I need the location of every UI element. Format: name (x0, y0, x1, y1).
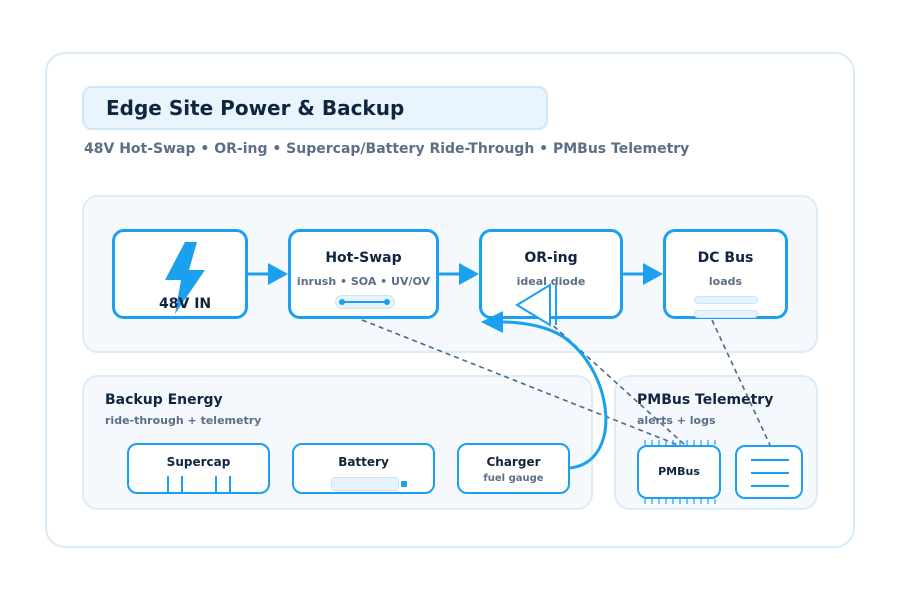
pmbus-telemetry-title: PMBus Telemetry (637, 392, 774, 408)
charger-node: Charger fuel gauge (457, 443, 570, 494)
load-bar-2 (694, 310, 758, 318)
oring-node: OR-ing ideal diode (479, 229, 623, 319)
oring-label: OR-ing (524, 250, 578, 266)
backup-energy-title: Backup Energy (105, 392, 223, 408)
log-list-icon (751, 459, 789, 487)
arrow-hotswap-to-oring (439, 263, 479, 285)
input-48v-label: 48V IN (159, 296, 212, 312)
pmbus-chip-label: PMBus (658, 465, 700, 478)
diode-icon (515, 283, 557, 327)
telemetry-log-card (735, 445, 803, 499)
title-box (82, 86, 548, 130)
page-title: Edge Site Power & Backup (106, 96, 405, 120)
battery-label: Battery (338, 455, 389, 469)
hotswap-label: Hot-Swap (325, 250, 402, 266)
arrow-charger-to-oring (481, 311, 608, 470)
pmbus-chip: PMBus (637, 445, 721, 499)
battery-node: Battery (292, 443, 435, 494)
hotswap-sublabel: inrush • SOA • UV/OV (296, 275, 431, 288)
pmbus-telemetry-subtitle: alerts + logs (637, 414, 716, 427)
hotswap-switch-indicator (335, 295, 395, 309)
supercap-node: Supercap (127, 443, 270, 494)
chip-icon (644, 440, 716, 504)
dc-bus-sublabel: loads (708, 275, 743, 288)
lightning-bolt-icon (165, 242, 205, 314)
page-subtitle: 48V Hot-Swap • OR-ing • Supercap/Battery… (84, 141, 690, 157)
load-bar-1 (694, 296, 758, 304)
dc-bus-label: DC Bus (697, 250, 754, 266)
arrow-input-to-hotswap (248, 263, 288, 285)
backup-energy-subtitle: ride-through + telemetry (105, 414, 262, 427)
supercap-label: Supercap (166, 455, 231, 469)
dc-bus-node: DC Bus loads (663, 229, 788, 319)
charger-sublabel: fuel gauge (483, 473, 544, 484)
hotswap-node: Hot-Swap inrush • SOA • UV/OV (288, 229, 439, 319)
battery-icon (331, 477, 407, 491)
arrow-oring-to-dcbus (623, 263, 663, 285)
input-48v-node: 48V IN (112, 229, 248, 319)
charger-label: Charger (486, 455, 541, 469)
oring-sublabel: ideal diode (516, 275, 586, 288)
capacitor-icon (165, 476, 235, 492)
